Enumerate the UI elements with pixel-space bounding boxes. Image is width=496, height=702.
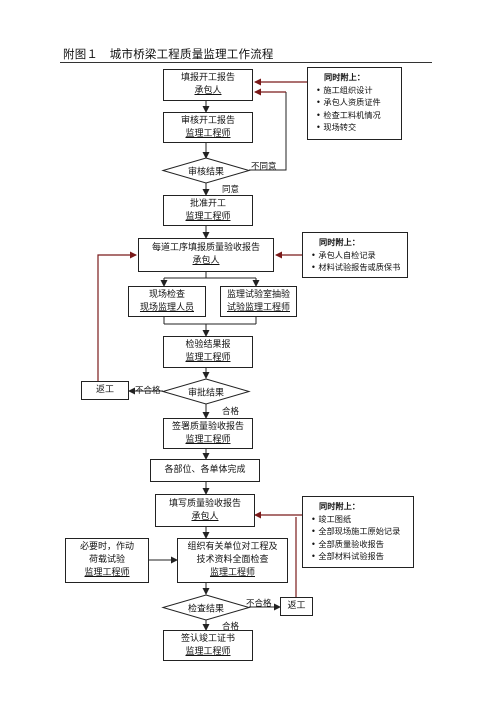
edge-rework1-n4: [97, 251, 137, 381]
label-disagree: 不同意: [251, 162, 277, 172]
decision-inspection-result: 检查结果: [187, 604, 225, 615]
node-site-inspection: 现场检查 现场监理人员: [128, 286, 206, 317]
decision-d1-shape: [161, 157, 251, 184]
node-process-quality-report: 每道工序填报质量验收报告 承包人: [138, 238, 274, 272]
label-fail-2: 不合格: [246, 599, 272, 609]
label-fail-1: 不合格: [135, 386, 161, 396]
decision-d2-shape: [161, 378, 251, 405]
label-pass-2: 合格: [222, 622, 240, 632]
node-fill-quality-report: 填写质量验收报告 承包人: [155, 494, 255, 527]
node-all-parts-complete: 各部位、各单体完成: [150, 459, 260, 482]
node-sign-completion-cert: 签认竣工证书 监理工程师: [163, 630, 253, 661]
edge-d1-loop: [249, 92, 287, 171]
node-rework-2: 返工: [280, 597, 313, 616]
page-title: 附图１ 城市桥梁工程质量监理工作流程: [63, 47, 274, 61]
label-pass-1: 合格: [222, 407, 240, 417]
title-rule: [60, 62, 432, 63]
node-load-test: 必要时，作动 荷载试验 监理工程师: [65, 538, 149, 583]
node-submit-start-report: 填报开工报告 承包人: [163, 69, 253, 101]
attachment-note-3: 同时附上： • 竣工图纸 • 全部现场施工原始记录 • 全部质量验收报告 • 全…: [302, 496, 414, 568]
label-agree: 同意: [222, 185, 240, 195]
node-inspection-result-report: 检验结果报 监理工程师: [163, 336, 253, 368]
attachment-note-2: 同时附上： • 承包人自检记录 • 材料试验报告或质保书: [302, 232, 408, 278]
node-full-inspection: 组织有关单位对工程及 技术资料全面检查 监理工程师: [177, 538, 288, 583]
decision-review-result: 审核结果: [187, 167, 225, 178]
decision-d3-shape: [161, 594, 251, 621]
node-rework-1: 返工: [81, 381, 129, 400]
node-sign-quality-report: 签署质量验收报告 监理工程师: [163, 418, 253, 449]
node-approve-start: 批准开工 监理工程师: [163, 195, 253, 226]
node-lab-sampling: 监理试验室抽验 试验监理工程师: [220, 286, 297, 317]
decision-approval-result: 审批结果: [187, 388, 225, 399]
node-review-start-report: 审核开工报告 监理工程师: [163, 112, 253, 143]
attachment-note-1: 同时附上： • 施工组织设计 • 承包人资质证件 • 检查工料机情况 • 现场转…: [307, 67, 402, 140]
